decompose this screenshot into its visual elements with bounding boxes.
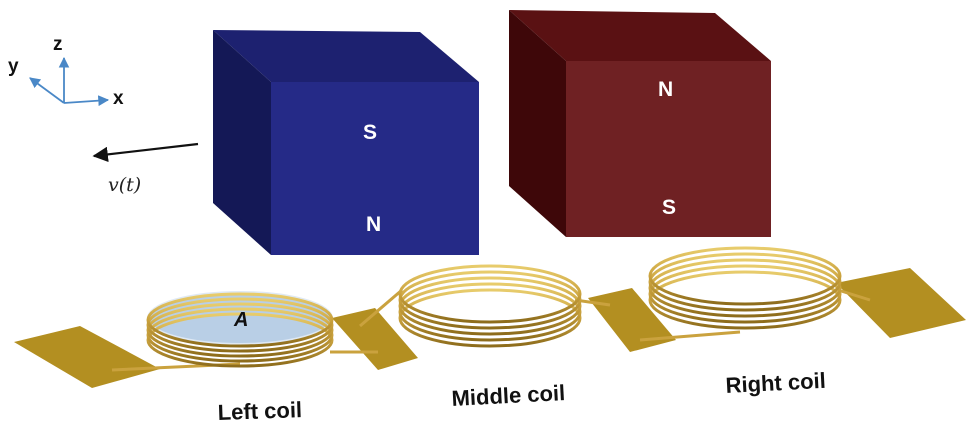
y-axis-line (29, 77, 65, 104)
right-coil-turn (648, 270, 842, 330)
middle-coil-label: Middle coil (451, 380, 566, 411)
wire-right-coil-to-far-pad (837, 288, 871, 302)
middle-coil-turn (398, 288, 582, 348)
wire-right-pad-to-right-coil (639, 330, 741, 342)
left-coil-turn (146, 292, 334, 348)
pad-far-right (836, 268, 966, 338)
x-axis-line (63, 95, 110, 107)
right-coil-turn (648, 252, 842, 312)
right-magnet-front-face (566, 61, 771, 237)
middle-coil (398, 264, 582, 348)
pad-far-left (14, 326, 160, 388)
right-magnet-side-face (509, 10, 566, 237)
right-coil (648, 246, 842, 330)
left-coil: A (146, 291, 334, 368)
left-magnet-side-face (213, 30, 271, 255)
axis-triad: z x y (8, 34, 124, 109)
pad-left-middle (332, 308, 418, 370)
middle-coil-turn (398, 270, 582, 330)
velocity-indicator: v(t) (92, 142, 199, 196)
right-coil-label: Right coil (725, 368, 826, 398)
left-coil-label: Left coil (217, 397, 302, 425)
z-axis-label: z (53, 34, 63, 55)
middle-coil-turn (398, 276, 582, 336)
left-magnet: S N (213, 30, 479, 255)
right-magnet-top-pole: N (658, 78, 673, 101)
velocity-label: v(t) (108, 174, 141, 196)
y-axis-label: y (8, 56, 19, 77)
middle-coil-turn (398, 282, 582, 342)
right-magnet-bottom-pole: S (662, 196, 676, 219)
left-coil-area-label: A (233, 309, 248, 331)
left-magnet-bottom-pole: N (366, 213, 381, 236)
coil-labels: Left coil Middle coil Right coil (217, 368, 826, 425)
right-magnet: N S (509, 10, 771, 237)
left-magnet-top-face (213, 30, 479, 82)
velocity-arrow (92, 142, 199, 163)
right-coil-turn (648, 264, 842, 324)
wire-middle-pad-to-middle-coil (359, 288, 403, 328)
right-magnet-top-face (509, 10, 771, 61)
middle-coil-turn (398, 264, 582, 324)
x-axis-label: x (113, 88, 124, 109)
right-coil-turn (648, 258, 842, 318)
left-magnet-top-pole: S (363, 121, 377, 144)
left-magnet-front-face (271, 82, 479, 255)
right-coil-turn (648, 246, 842, 306)
